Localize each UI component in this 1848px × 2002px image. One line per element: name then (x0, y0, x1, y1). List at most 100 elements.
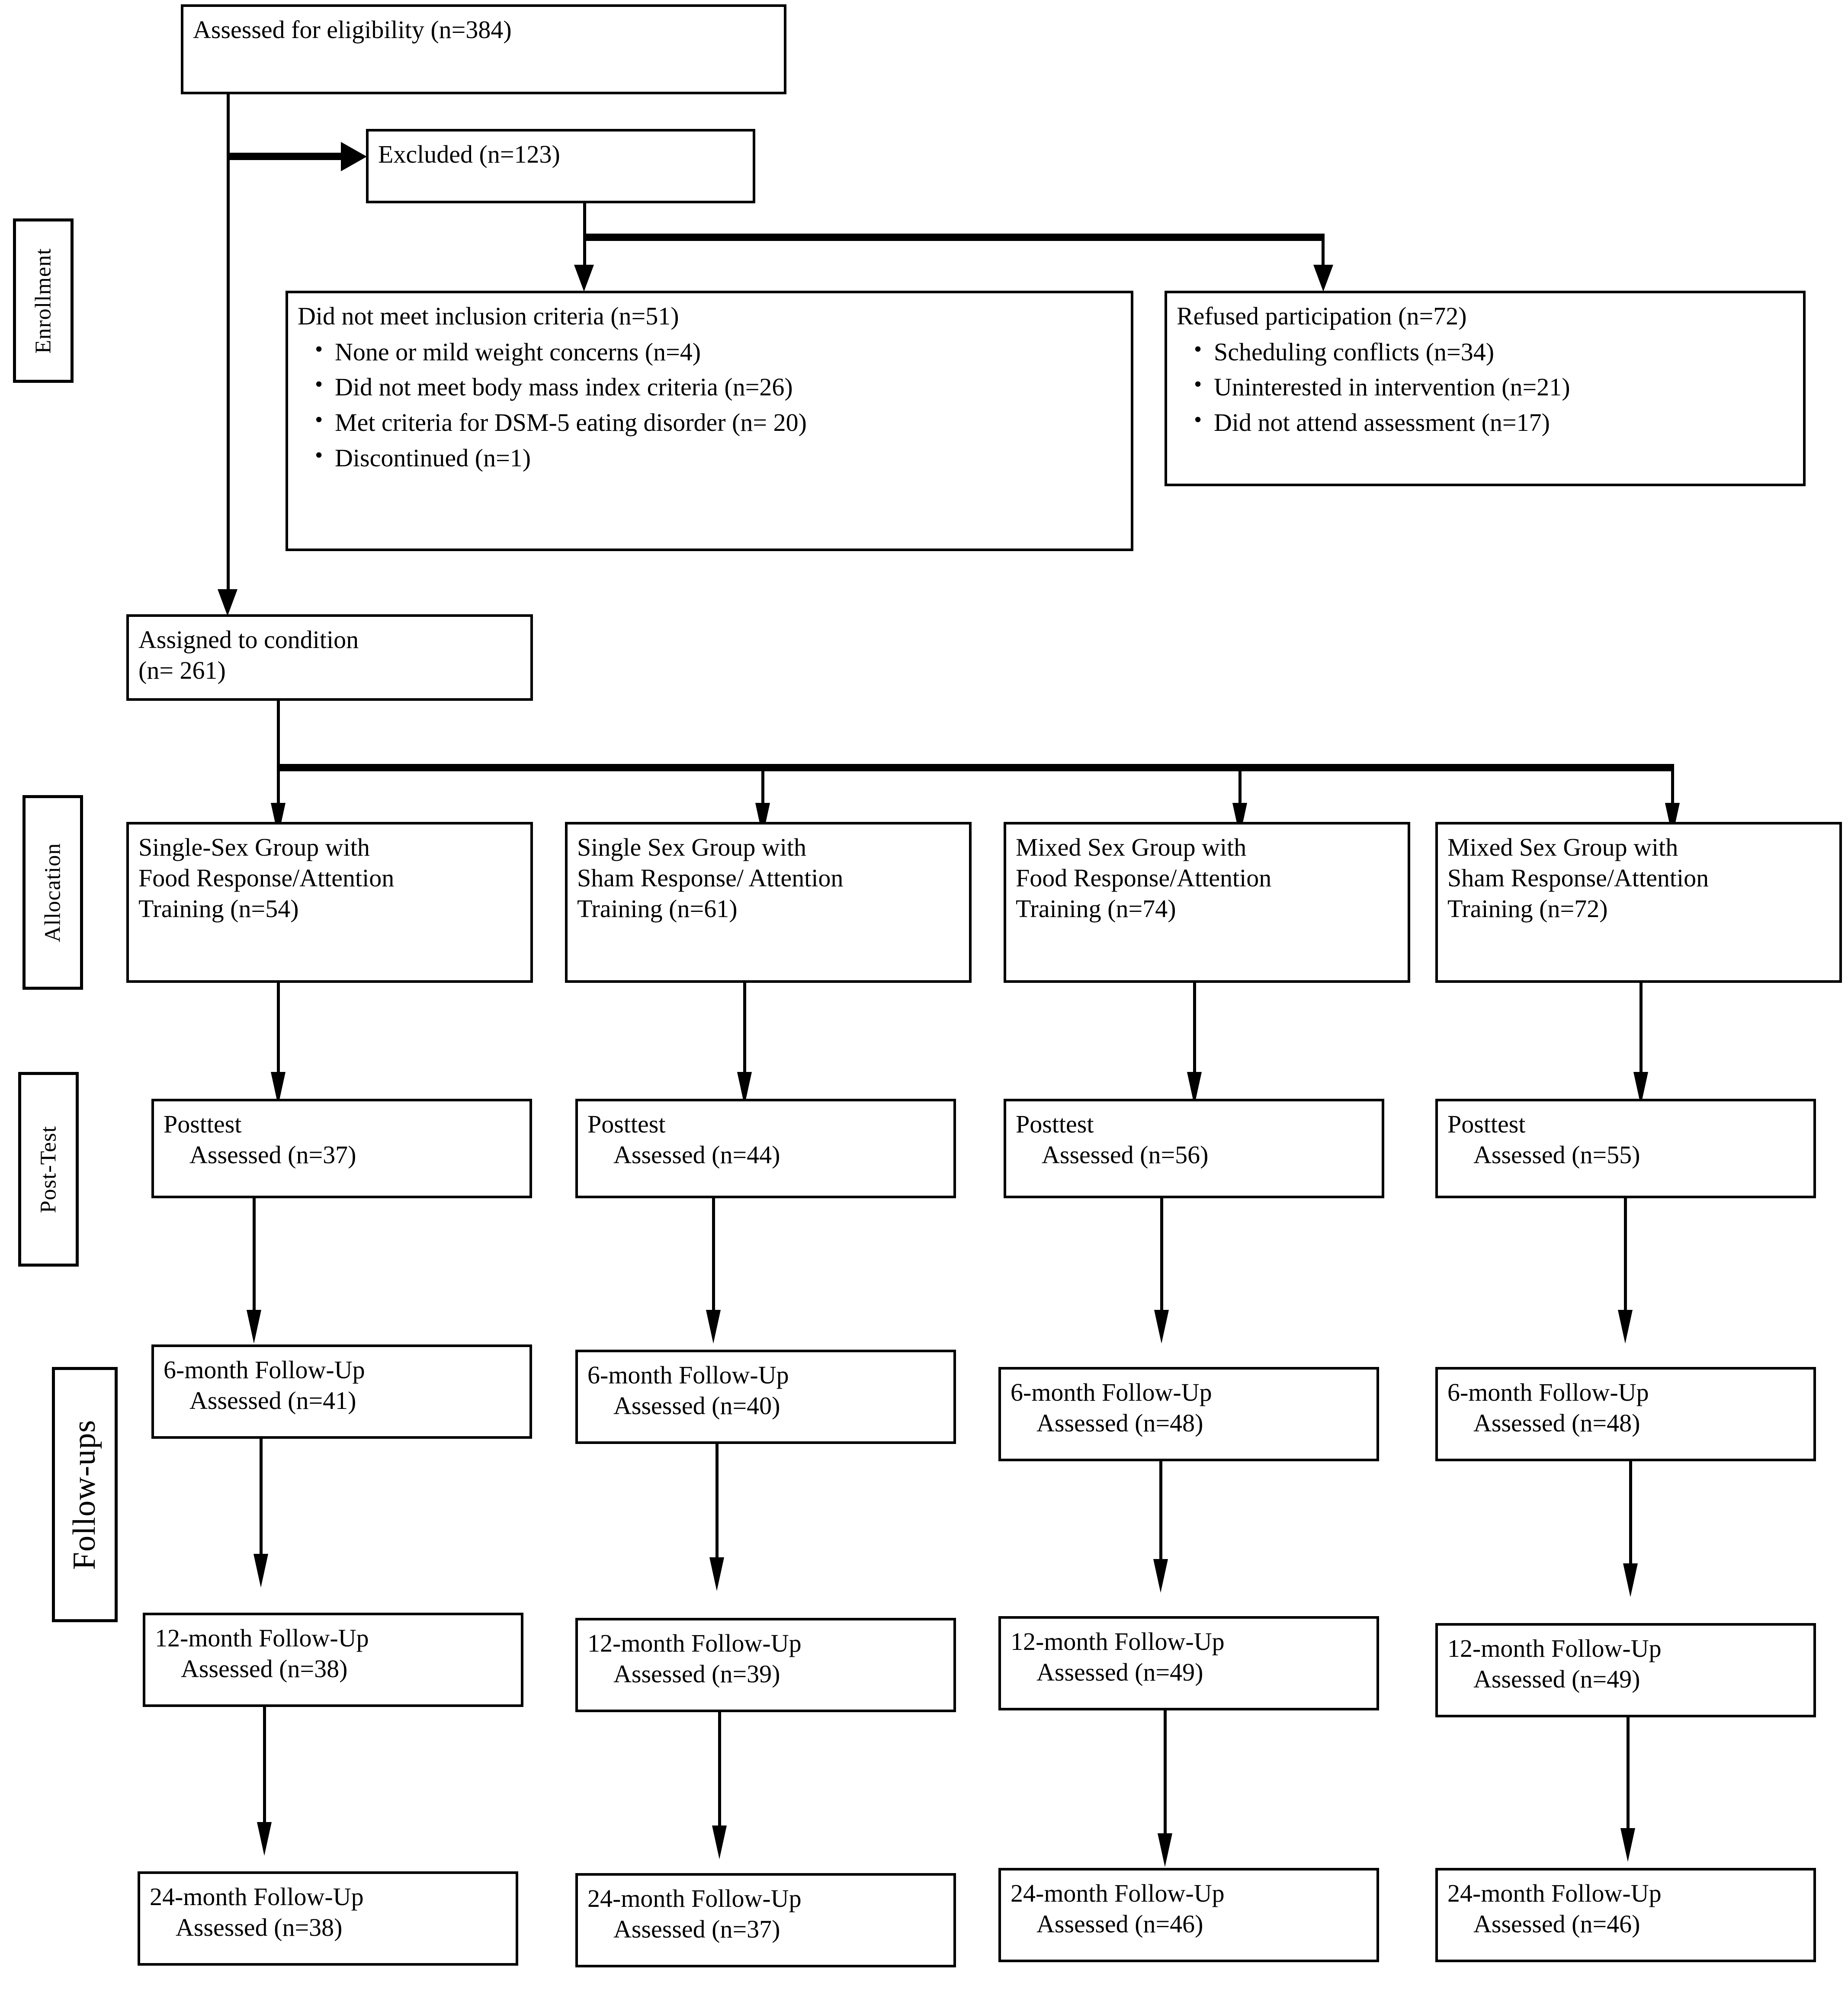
connector-assigned-down (277, 701, 280, 774)
posttest-assessed-arm3: Assessed (n=56) (1042, 1140, 1209, 1169)
stage-label-follow-ups: Follow-ups (52, 1367, 118, 1622)
arrowhead-arm4-fu12-icon (1623, 1563, 1638, 1597)
list-item: Scheduling conflicts (n=34) (1194, 336, 1793, 367)
stage-label-allocation: Allocation (22, 795, 83, 990)
arrowhead-to-excluded-icon (341, 142, 367, 171)
fu12-assessed-arm2: Assessed (n=39) (613, 1659, 780, 1688)
assessed-for-eligibility-text: Assessed for eligibility (n=384) (193, 16, 512, 44)
fu24-assessed-arm4: Assessed (n=46) (1473, 1909, 1640, 1938)
connector-arm1-drop (277, 764, 280, 820)
posttest-box-arm2: Posttest Assessed (n=44) (575, 1099, 956, 1198)
list-item: Did not attend assessment (n=17) (1194, 407, 1793, 438)
arrowhead-to-refused-box-icon (1313, 265, 1333, 292)
fu12-box-arm2: 12-month Follow-Up Assessed (n=39) (575, 1618, 956, 1712)
fu6-label-arm4: 6-month Follow-Up (1447, 1378, 1649, 1406)
fu6-box-arm4: 6-month Follow-Up Assessed (n=48) (1435, 1367, 1816, 1461)
fu12-label-arm2: 12-month Follow-Up (587, 1629, 802, 1657)
allocation-text-arm4: Mixed Sex Group with Sham Response/Atten… (1447, 833, 1709, 923)
connector-arm2-fu6-to-fu12 (715, 1444, 719, 1562)
connector-arm1-posttest-to-fu6 (253, 1198, 256, 1324)
stage-label-enrollment: Enrollment (13, 218, 74, 383)
arrowhead-to-assigned-icon (218, 589, 237, 616)
stage-label-post-test-text: Post-Test (36, 1126, 61, 1213)
connector-arm4-posttest-to-fu6 (1624, 1198, 1627, 1324)
connector-arm3-fu6-to-fu12 (1159, 1461, 1162, 1563)
fu6-label-arm2: 6-month Follow-Up (587, 1361, 789, 1389)
fu6-label-arm3: 6-month Follow-Up (1011, 1378, 1212, 1406)
fu6-box-arm1: 6-month Follow-Up Assessed (n=41) (151, 1344, 532, 1439)
connector-arm3-drop (1238, 764, 1242, 820)
posttest-label-arm4: Posttest (1447, 1110, 1526, 1138)
list-item: Discontinued (n=1) (315, 442, 1121, 473)
connector-excluded-split-bar (583, 234, 1325, 241)
stage-label-enrollment-text: Enrollment (31, 248, 56, 353)
fu24-assessed-arm1: Assessed (n=38) (176, 1913, 343, 1941)
posttest-assessed-arm1: Assessed (n=37) (189, 1140, 356, 1169)
connector-arm2-alloc-to-posttest (743, 983, 746, 1087)
connector-arm2-fu12-to-fu24 (718, 1712, 721, 1830)
posttest-assessed-arm2: Assessed (n=44) (613, 1140, 780, 1169)
posttest-box-arm4: Posttest Assessed (n=55) (1435, 1099, 1816, 1198)
connector-assessed-to-assigned (227, 160, 230, 606)
connector-arm3-alloc-to-posttest (1193, 983, 1196, 1087)
stage-label-follow-ups-text: Follow-ups (67, 1419, 103, 1570)
list-item: Uninterested in intervention (n=21) (1194, 371, 1793, 402)
allocation-text-arm2: Single Sex Group with Sham Response/ Att… (577, 833, 844, 923)
arrowhead-arm3-fu24-icon (1158, 1833, 1172, 1867)
fu12-assessed-arm3: Assessed (n=49) (1036, 1658, 1203, 1686)
assigned-to-condition-text: Assigned to condition (n= 261) (138, 626, 359, 684)
fu24-label-arm1: 24-month Follow-Up (150, 1883, 364, 1911)
connector-arm3-posttest-to-fu6 (1160, 1198, 1163, 1324)
fu12-label-arm1: 12-month Follow-Up (155, 1624, 369, 1652)
posttest-box-arm3: Posttest Assessed (n=56) (1004, 1099, 1384, 1198)
connector-excluded-down (583, 203, 586, 238)
connector-arm4-alloc-to-posttest (1639, 983, 1643, 1087)
fu6-assessed-arm4: Assessed (n=48) (1473, 1408, 1640, 1437)
fu24-box-arm2: 24-month Follow-Up Assessed (n=37) (575, 1873, 956, 1967)
stage-label-post-test: Post-Test (18, 1072, 79, 1267)
connector-arm1-alloc-to-posttest (277, 983, 280, 1087)
list-item: None or mild weight concerns (n=4) (315, 336, 1121, 367)
allocation-box-arm3: Mixed Sex Group with Food Response/Atten… (1004, 822, 1410, 983)
arrowhead-arm1-fu12-icon (253, 1554, 268, 1588)
assessed-for-eligibility-box: Assessed for eligibility (n=384) (181, 4, 786, 94)
fu12-label-arm3: 12-month Follow-Up (1011, 1627, 1225, 1656)
arrowhead-arm1-fu24-icon (257, 1822, 272, 1856)
allocation-text-arm3: Mixed Sex Group with Food Response/Atten… (1016, 833, 1272, 923)
excluded-box: Excluded (n=123) (366, 129, 755, 203)
assigned-to-condition-box: Assigned to condition (n= 261) (126, 614, 533, 701)
posttest-assessed-arm4: Assessed (n=55) (1473, 1140, 1640, 1169)
fu12-assessed-arm1: Assessed (n=38) (181, 1654, 348, 1683)
fu6-assessed-arm3: Assessed (n=48) (1036, 1408, 1203, 1437)
connector-arm4-fu6-to-fu12 (1629, 1461, 1632, 1568)
fu24-box-arm1: 24-month Follow-Up Assessed (n=38) (138, 1871, 518, 1966)
arrowhead-arm2-fu6-icon (706, 1310, 721, 1344)
fu6-label-arm1: 6-month Follow-Up (164, 1356, 365, 1384)
connector-assessed-down (227, 94, 230, 160)
arrowhead-arm2-fu24-icon (712, 1826, 727, 1859)
arrowhead-arm4-fu24-icon (1620, 1828, 1635, 1862)
list-item: Met criteria for DSM-5 eating disorder (… (315, 407, 1121, 438)
posttest-label-arm2: Posttest (587, 1110, 666, 1138)
fu6-box-arm2: 6-month Follow-Up Assessed (n=40) (575, 1350, 956, 1444)
allocation-box-arm4: Mixed Sex Group with Sham Response/Atten… (1435, 822, 1842, 983)
did-not-meet-inclusion-criteria-box: Did not meet inclusion criteria (n=51) N… (286, 291, 1133, 551)
inclusion-criteria-list: None or mild weight concerns (n=4) Did n… (298, 336, 1121, 473)
list-item: Did not meet body mass index criteria (n… (315, 371, 1121, 402)
fu24-assessed-arm3: Assessed (n=46) (1036, 1909, 1203, 1938)
refused-participation-box: Refused participation (n=72) Scheduling … (1165, 291, 1806, 486)
connector-excluded-left-drop (583, 234, 586, 276)
fu6-assessed-arm1: Assessed (n=41) (189, 1386, 356, 1415)
allocation-box-arm1: Single-Sex Group with Food Response/Atte… (126, 822, 533, 983)
fu12-box-arm3: 12-month Follow-Up Assessed (n=49) (998, 1616, 1379, 1710)
arrowhead-arm3-fu6-icon (1154, 1310, 1169, 1344)
fu6-assessed-arm2: Assessed (n=40) (613, 1391, 780, 1420)
fu24-box-arm4: 24-month Follow-Up Assessed (n=46) (1435, 1868, 1816, 1962)
refused-participation-title: Refused participation (n=72) (1177, 302, 1467, 330)
inclusion-criteria-title: Did not meet inclusion criteria (n=51) (298, 302, 679, 330)
connector-excluded-right-drop (1322, 234, 1325, 276)
posttest-label-arm1: Posttest (164, 1110, 242, 1138)
fu12-label-arm4: 12-month Follow-Up (1447, 1634, 1662, 1662)
allocation-text-arm1: Single-Sex Group with Food Response/Atte… (138, 833, 395, 923)
